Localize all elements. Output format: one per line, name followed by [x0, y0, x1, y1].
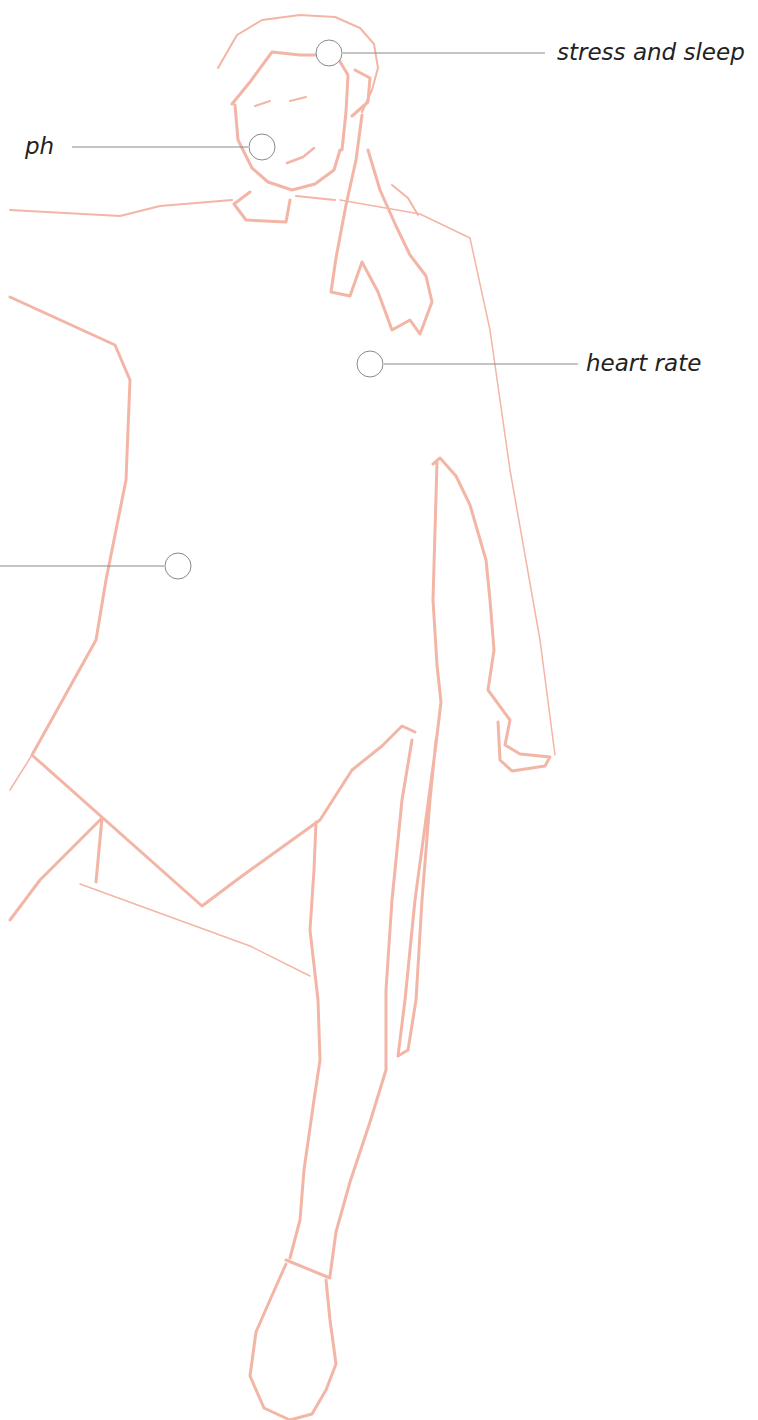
marker-circle: [165, 553, 191, 579]
leader-line: [0, 566, 164, 567]
woman-outline: [10, 15, 555, 1420]
leader-line: [343, 53, 545, 54]
leader-line: [384, 364, 578, 365]
marker-circle: [357, 351, 383, 377]
callout-label: ph: [25, 132, 54, 160]
leader-lines: [0, 40, 578, 579]
callout-label: heart rate: [586, 349, 701, 377]
marker-circle: [249, 134, 275, 160]
callout-label: stress and sleep: [557, 38, 745, 66]
leader-line: [72, 147, 248, 148]
marker-circle: [316, 40, 342, 66]
